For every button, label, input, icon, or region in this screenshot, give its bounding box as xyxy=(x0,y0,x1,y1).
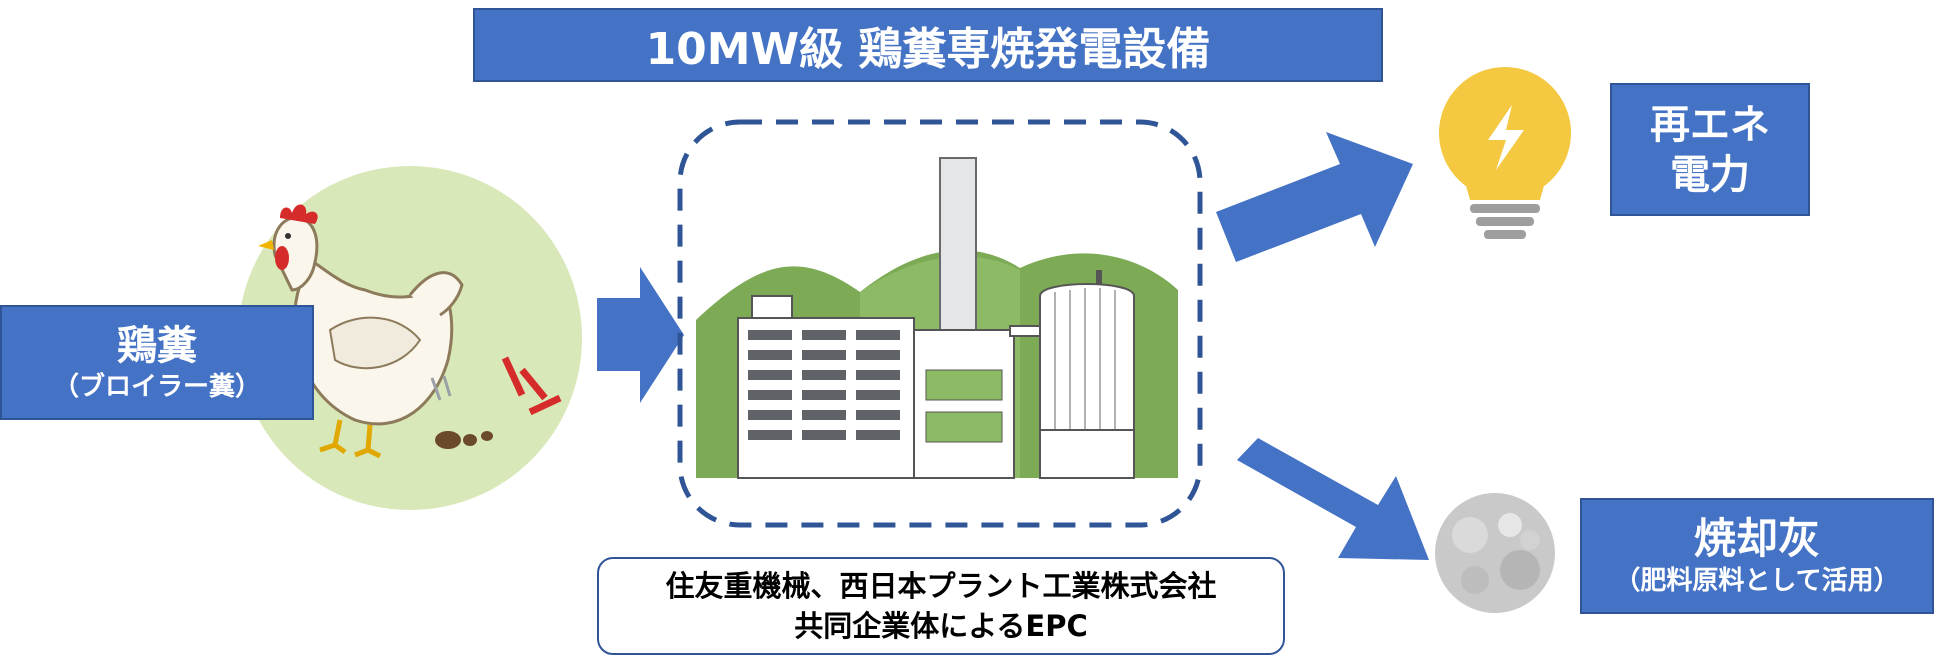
input-label: 鶏糞 xyxy=(117,322,197,369)
chicken-icon xyxy=(238,166,582,510)
power-output-box: 再エネ 電力 xyxy=(1610,83,1810,216)
power-line1: 再エネ xyxy=(1650,101,1770,148)
epc-note-box: 住友重機械、西日本プラント工業株式会社 共同企業体によるEPC xyxy=(597,557,1285,655)
input-label-box: 鶏糞 （ブロイラー糞） xyxy=(0,305,314,420)
arrow-right-icon xyxy=(1216,132,1413,262)
light-bulb-icon xyxy=(1439,67,1571,239)
power-plant-icon xyxy=(696,157,1178,479)
ash-label: 焼却灰 xyxy=(1693,514,1820,563)
title-banner: 10MW級 鶏糞専焼発電設備 xyxy=(473,8,1383,82)
epc-line1: 住友重機械、西日本プラント工業株式会社 xyxy=(665,569,1217,603)
arrow-right-icon xyxy=(597,267,684,403)
plant-dashed-frame xyxy=(677,119,1203,528)
ash-icon xyxy=(1435,493,1555,613)
arrow-right-icon xyxy=(1237,438,1429,560)
epc-line2: 共同企業体によるEPC xyxy=(794,609,1088,643)
input-sublabel: （ブロイラー糞） xyxy=(52,371,261,402)
title-text: 10MW級 鶏糞専焼発電設備 xyxy=(645,24,1211,75)
power-line2: 電力 xyxy=(1670,151,1750,198)
ash-output-box: 焼却灰 （肥料原料として活用） xyxy=(1580,498,1934,614)
ash-sublabel: （肥料原料として活用） xyxy=(1614,566,1900,596)
